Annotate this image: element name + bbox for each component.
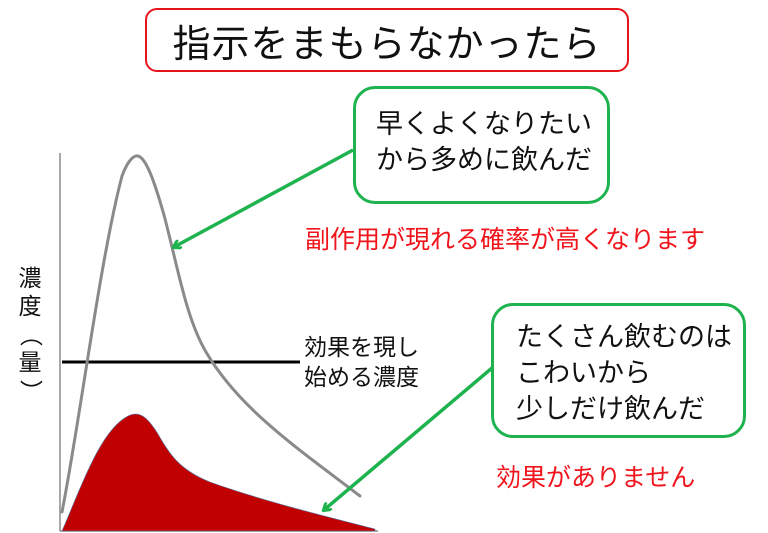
y-label-char: 度 xyxy=(18,294,42,320)
arrow-to-high-dose xyxy=(174,148,354,247)
y-label-char: （ xyxy=(17,323,43,347)
y-label-char: ） xyxy=(17,379,43,403)
bubble-line: から多めに飲んだ xyxy=(376,145,592,176)
title-box: 指示をまもらなかったら xyxy=(145,8,629,72)
y-label-char: 濃 xyxy=(18,266,42,292)
threshold-label: 効果を現し 始める濃度 xyxy=(304,333,419,393)
y-axis-label: 濃 度 （ 量 ） xyxy=(14,265,46,405)
bubble-took-too-much: 早くよくなりたい から多めに飲んだ xyxy=(353,86,610,204)
bubble-line: 少しだけ飲んだ xyxy=(516,394,705,425)
bubble-line: 早くよくなりたい xyxy=(376,109,592,140)
bubble-line: たくさん飲むのは xyxy=(516,322,732,353)
side-effect-warning: 副作用が現れる確率が高くなります xyxy=(305,225,706,254)
high-dose-curve xyxy=(60,154,362,514)
page-title: 指示をまもらなかったら xyxy=(172,21,602,66)
arrow-to-low-dose xyxy=(324,366,494,510)
threshold-label-line: 効果を現し xyxy=(304,335,419,361)
low-dose-area xyxy=(61,413,376,532)
threshold-label-line: 始める濃度 xyxy=(304,365,419,391)
y-label-char: 量 xyxy=(18,350,42,376)
bubble-line: こわいから xyxy=(516,358,651,389)
no-effect-warning: 効果がありません xyxy=(496,463,696,492)
bubble-took-too-little: たくさん飲むのは こわいから 少しだけ飲んだ xyxy=(491,303,746,438)
